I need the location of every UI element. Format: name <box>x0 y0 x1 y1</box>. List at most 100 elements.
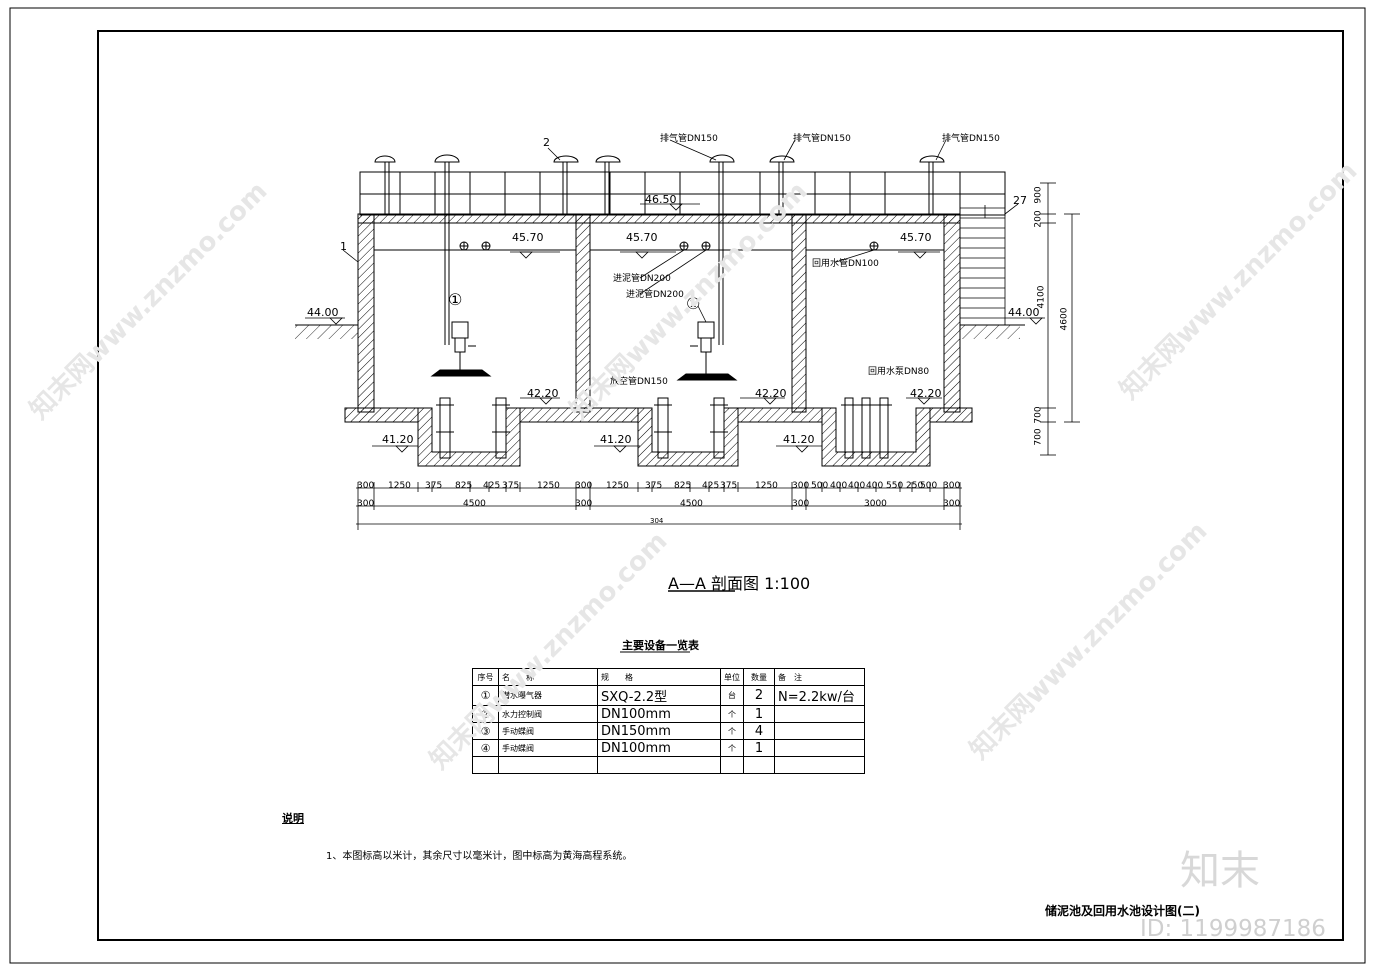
label-vent-2: 排气管DN150 <box>793 134 851 144</box>
dim-r1-17: 400 <box>848 481 866 491</box>
level-water-3: 45.70 <box>900 231 932 244</box>
table-row: ④ 手动蝶阀 DN100mm 个 1 <box>472 739 865 757</box>
cell: DN100mm <box>597 705 721 723</box>
label-return-pipe: 回用水管DN100 <box>812 259 879 269</box>
header-unit: 单位 <box>720 668 744 686</box>
cell <box>774 722 865 740</box>
vdim-900: 900 <box>1033 186 1044 204</box>
vdim-4100: 4100 <box>1036 285 1047 309</box>
label-return-pump: 回用水泵DN80 <box>868 367 930 377</box>
callout-aerator-1: ① <box>448 290 463 309</box>
dim-r1-7: 300 <box>575 481 593 491</box>
dim-r1-13: 1250 <box>755 481 778 491</box>
watermark-brand: 知末 <box>1180 848 1260 894</box>
level-sump-3: 41.20 <box>783 433 815 446</box>
tank-floor <box>344 407 973 467</box>
level-sump-1: 41.20 <box>382 433 414 446</box>
vdim-200: 200 <box>1033 210 1044 228</box>
vdim-4600: 4600 <box>1059 307 1070 331</box>
leaders <box>342 139 1019 323</box>
vent-pipes <box>374 154 945 345</box>
level-floor-2: 42.20 <box>755 387 787 400</box>
level-water-2: 45.70 <box>626 231 658 244</box>
dim-r1-2: 375 <box>425 481 443 491</box>
tank-walls <box>357 213 961 413</box>
dim-r2-6: 300 <box>943 499 961 509</box>
dim-r1-0: 300 <box>357 481 375 491</box>
inner-frame <box>97 30 1344 941</box>
ground <box>295 324 1025 339</box>
stairs <box>959 198 1006 325</box>
marker-27: 27 <box>1013 194 1027 207</box>
header-remark: 备 注 <box>774 668 865 686</box>
cell <box>498 756 598 774</box>
cell: 2 <box>743 685 775 706</box>
cell: 个 <box>720 705 744 723</box>
cell <box>720 756 744 774</box>
aerator-middle <box>676 321 738 381</box>
level-ground-right: 44.00 <box>1008 306 1040 319</box>
horizontal-dims <box>356 482 962 530</box>
dim-r2-3: 4500 <box>680 499 703 509</box>
dim-r1-3: 825 <box>455 481 473 491</box>
dim-r1-9: 375 <box>645 481 663 491</box>
dim-r1-4: 425 <box>483 481 501 491</box>
callout-aerator-2: ① <box>686 294 701 313</box>
marker-1: 1 <box>340 240 347 253</box>
outer-frame <box>9 7 1366 964</box>
dim-r1-19: 550 <box>886 481 904 491</box>
dim-r1-14: 300 <box>792 481 810 491</box>
dim-r1-16: 400 <box>830 481 848 491</box>
top-railing <box>359 171 1006 216</box>
table-title: 主要设备一览表 <box>622 639 699 652</box>
label-vent-3: 排气管DN150 <box>942 134 1000 144</box>
cell: SXQ-2.2型 <box>597 685 721 706</box>
cell: 个 <box>720 722 744 740</box>
drawing-title: 储泥池及回用水池设计图(二) <box>1045 904 1200 918</box>
dim-r1-1: 1250 <box>388 481 411 491</box>
dim-r1-18: 400 <box>866 481 884 491</box>
dim-r1-22: 300 <box>943 481 961 491</box>
dim-r2-4: 300 <box>792 499 810 509</box>
label-inlet-b: 进泥管DN200 <box>626 290 684 300</box>
dim-r1-15: 500 <box>811 481 829 491</box>
cell <box>774 756 865 774</box>
table-row: ② 水力控制阀 DN100mm 个 1 <box>472 705 865 723</box>
header-spec: 规 格 <box>597 668 721 686</box>
cell: 台 <box>720 685 744 706</box>
vdim-700-b: 700 <box>1033 428 1044 446</box>
level-marks <box>305 203 1045 453</box>
label-vent-1: 排气管DN150 <box>660 134 718 144</box>
dim-r1-8: 1250 <box>606 481 629 491</box>
dim-r1-21: 500 <box>920 481 938 491</box>
cell: N=2.2kw/台 <box>774 685 865 706</box>
dim-r1-10: 825 <box>674 481 692 491</box>
cell: 1 <box>743 739 775 757</box>
dim-r2-1: 4500 <box>463 499 486 509</box>
dim-r1-5: 375 <box>502 481 520 491</box>
cell <box>774 739 865 757</box>
cell: DN150mm <box>597 722 721 740</box>
dim-r2-2: 300 <box>575 499 593 509</box>
label-inlet-a: 进泥管DN200 <box>613 274 671 284</box>
cell: DN100mm <box>597 739 721 757</box>
table-row: ③ 手动蝶阀 DN150mm 个 4 <box>472 722 865 740</box>
vertical-dims <box>1040 182 1080 456</box>
cell: 个 <box>720 739 744 757</box>
section-title: A—A 剖面图 1:100 <box>668 574 811 593</box>
dim-r2-0: 300 <box>357 499 375 509</box>
dim-r1-12: 375 <box>720 481 738 491</box>
cell <box>597 756 721 774</box>
dim-total: 304 <box>650 517 664 525</box>
table-row <box>472 756 865 774</box>
level-floor-3: 42.20 <box>910 387 942 400</box>
cell <box>743 756 775 774</box>
level-sump-2: 41.20 <box>600 433 632 446</box>
watermark-id: ID: 1199987186 <box>1140 916 1326 942</box>
table-header-row: 序号 名 称 规 格 单位 数量 备 注 <box>472 668 865 686</box>
cell: 1 <box>743 705 775 723</box>
level-top-slab: 46.50 <box>645 193 677 206</box>
level-floor-1: 42.20 <box>527 387 559 400</box>
